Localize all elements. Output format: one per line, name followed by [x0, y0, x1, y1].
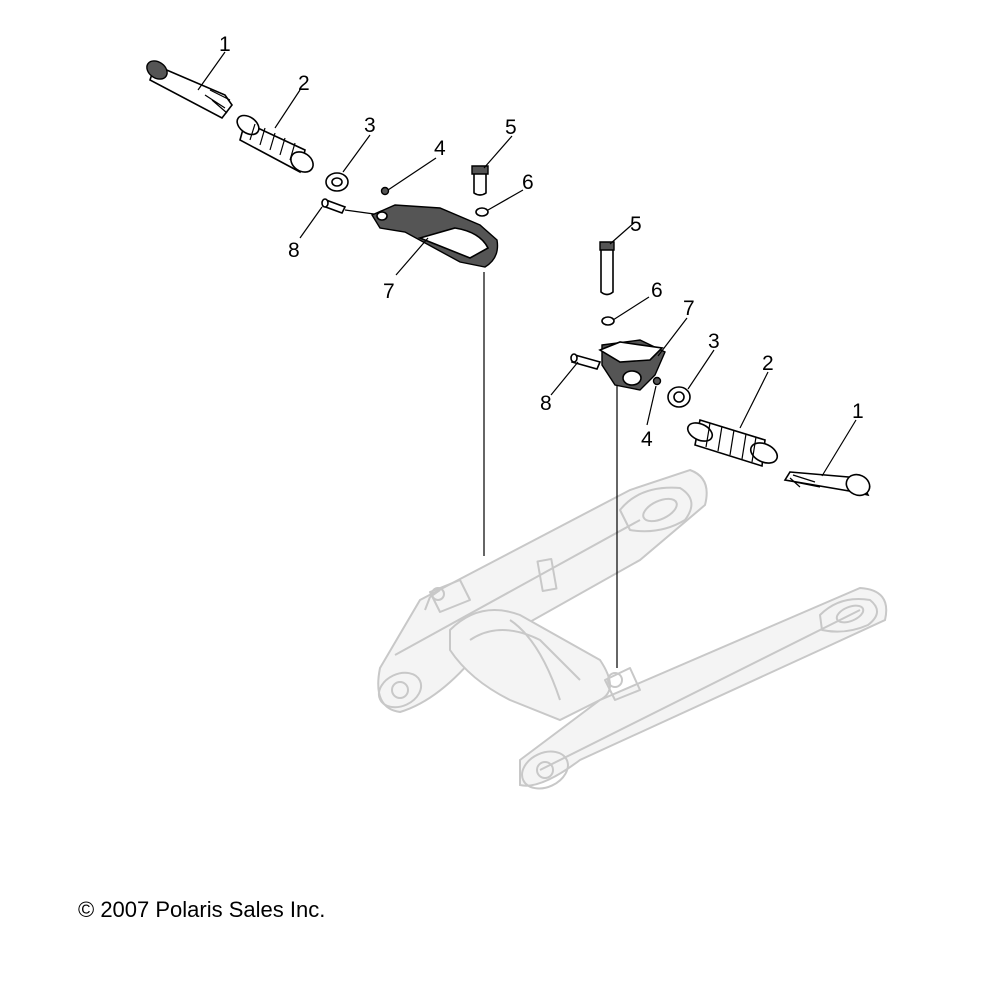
callout-right-6: 6	[651, 279, 663, 302]
leader-left-8b	[344, 209, 375, 215]
rubber-grip-left	[236, 114, 314, 174]
callout-left-5: 5	[505, 116, 517, 139]
pin-right	[570, 353, 602, 370]
footpeg-bracket-left	[370, 204, 499, 268]
leader-right-6	[612, 296, 650, 321]
leader-left-3	[342, 134, 371, 173]
callout-left-6: 6	[522, 171, 534, 194]
callout-left-3: 3	[364, 114, 376, 137]
callout-right-5: 5	[630, 213, 642, 236]
leader-left-5	[483, 135, 513, 169]
footpeg-shaft-right	[783, 471, 871, 497]
rubber-grip-right	[686, 418, 779, 468]
callout-left-1: 1	[219, 33, 231, 56]
bolt-right	[599, 241, 615, 296]
leader-right-1	[821, 419, 857, 477]
leader-right-7	[657, 317, 688, 357]
callout-left-8: 8	[288, 239, 300, 262]
set-screw-left	[380, 186, 390, 196]
callout-left-2: 2	[298, 72, 310, 95]
callout-right-1: 1	[852, 400, 864, 423]
leader-left-1	[197, 51, 226, 91]
footpeg-shaft-left	[146, 60, 233, 120]
leader-right-4	[646, 385, 657, 426]
leader-right-2	[739, 371, 769, 429]
leader-left-4	[387, 157, 437, 191]
callout-right-7: 7	[683, 297, 695, 320]
leader-left-7	[395, 237, 429, 276]
leader-left-8	[299, 206, 323, 239]
small-washer-right	[601, 316, 615, 326]
leader-left-6	[487, 189, 524, 211]
callout-left-4: 4	[434, 137, 446, 160]
callout-right-3: 3	[708, 330, 720, 353]
swingarm-ghost	[377, 468, 888, 790]
set-screw-right	[652, 376, 662, 386]
leader-right-5	[609, 221, 636, 245]
leader-right-8	[550, 361, 579, 396]
leader-right-3	[687, 349, 715, 390]
washer-right	[667, 386, 691, 408]
copyright-notice: © 2007 Polaris Sales Inc.	[78, 897, 326, 922]
pin-left	[321, 198, 347, 214]
bolt-left	[471, 165, 489, 196]
callout-left-7: 7	[383, 280, 395, 303]
footpeg-bracket-right	[598, 339, 666, 391]
callout-right-2: 2	[762, 352, 774, 375]
small-washer-left	[475, 207, 489, 217]
callout-right-4: 4	[641, 428, 653, 451]
washer-left	[325, 172, 349, 192]
leader-left-2	[274, 89, 301, 129]
callout-right-8: 8	[540, 392, 552, 415]
